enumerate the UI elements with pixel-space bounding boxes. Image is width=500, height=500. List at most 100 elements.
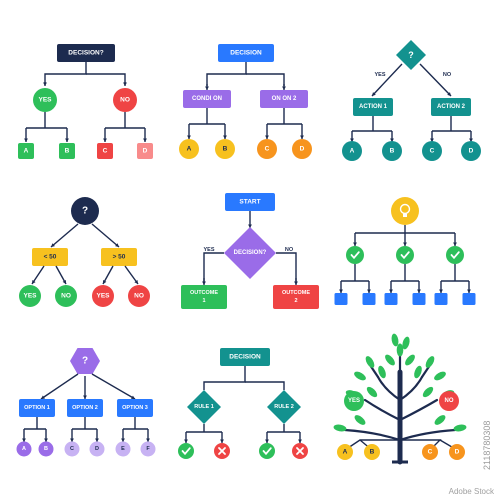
arrow-head: [265, 439, 269, 443]
arrow-head: [447, 92, 451, 96]
less-than-50-box-label: < 50: [44, 254, 57, 261]
leaf-shape: [434, 415, 446, 425]
connector-line: [44, 62, 87, 84]
leaf-shape: [333, 424, 347, 432]
root-decision-box-label: DECISION: [230, 50, 262, 57]
arrow-head: [115, 243, 119, 247]
leaf-shape: [405, 354, 415, 366]
leaf-circle-label: E: [121, 446, 125, 452]
arrow-head: [220, 439, 224, 443]
check-icon: [450, 251, 460, 260]
leaf-circle-label: B: [223, 146, 228, 153]
arrow-head: [248, 224, 252, 228]
arrow-head: [131, 395, 135, 399]
tree-branch: [398, 398, 439, 422]
leaf-circle: [38, 441, 54, 457]
leaf-circle-label: D: [455, 449, 460, 456]
tree-branch: [398, 428, 457, 442]
yes-branch-label: YES: [374, 72, 385, 78]
leaf-box: [18, 143, 34, 159]
option-3-box: [117, 399, 153, 417]
leaf-shape: [366, 386, 378, 398]
leaf-circle: [16, 441, 32, 457]
root-question-diamond-label: ?: [408, 50, 414, 60]
leaf-box-label: A: [24, 148, 29, 155]
leaf-circle: [92, 285, 114, 307]
leaf-shape: [425, 356, 435, 368]
leaf-shape: [385, 354, 395, 366]
outcome-square: [362, 293, 376, 305]
option-3-box-label: OPTION 3: [122, 405, 148, 411]
rule-2-diamond-label: RULE 2: [274, 404, 294, 410]
leaf-circle: [64, 441, 80, 457]
leaf-circle-label: YES: [96, 293, 110, 300]
condition-1-box: [183, 90, 231, 108]
arrow-head: [184, 439, 188, 443]
arrow-head: [103, 280, 107, 284]
arrow-head: [390, 138, 394, 142]
check-circle: [396, 246, 414, 264]
root-decision-box: [218, 44, 274, 62]
leaf-circle: [292, 139, 312, 159]
arrow-head: [469, 138, 473, 142]
arrow-head: [453, 242, 457, 246]
connector-arrow: [124, 265, 139, 285]
leaf-box-label: C: [103, 148, 108, 155]
arrow-head: [83, 395, 87, 399]
greater-than-50-box-label: > 50: [113, 254, 126, 261]
connector-line: [206, 62, 247, 86]
option-1-box: [19, 399, 55, 417]
leaf-circle: [364, 444, 380, 460]
leaf-box-label: B: [65, 148, 70, 155]
watermark-text: Adobe Stock: [448, 487, 494, 496]
no-circle: [439, 391, 459, 411]
action-2-box: [431, 98, 471, 116]
check-icon: [400, 251, 410, 260]
arrow-head: [143, 138, 147, 142]
arrow-head: [205, 86, 209, 90]
arrow-head: [467, 289, 471, 293]
arrow-head: [41, 395, 45, 399]
outcome-2-box: [273, 285, 319, 309]
arrow-head: [123, 82, 127, 86]
leaf-circle-label: C: [265, 146, 270, 153]
leaf-shape: [378, 365, 386, 379]
rule-2-diamond: [267, 390, 301, 424]
start-box-label: START: [239, 199, 260, 206]
root-question-circle-label: ?: [82, 206, 88, 217]
leaf-circle: [422, 444, 438, 460]
root-question-circle: [71, 197, 99, 225]
check-circle: [259, 443, 275, 459]
leaf-circle-label: NO: [61, 293, 71, 300]
leaf-shape: [453, 424, 467, 432]
outcome-square: [434, 293, 448, 305]
arrow-head: [353, 242, 357, 246]
arrow-head: [121, 438, 125, 442]
leaf-circle-label: F: [146, 446, 150, 452]
leaf-circle-label: D: [469, 148, 474, 155]
yes-circle: [33, 88, 57, 112]
arrow-head: [146, 438, 150, 442]
tree-branch: [363, 398, 402, 422]
action-1-box-label: ACTION 1: [359, 104, 388, 110]
leaf-circle-label: B: [44, 446, 48, 452]
leaf-circle: [115, 441, 131, 457]
check-circle: [446, 246, 464, 264]
check-circle: [178, 443, 194, 459]
connector-line: [203, 252, 224, 282]
arrow-head: [43, 82, 47, 86]
leaf-circle: [89, 441, 105, 457]
tree-branch: [343, 428, 402, 442]
outcome-square: [412, 293, 426, 305]
leaf-circle: [382, 141, 402, 161]
leaf-circle-label: B: [390, 148, 395, 155]
leaf-circle-label: A: [187, 146, 192, 153]
connector-arrow: [419, 63, 452, 97]
outcome-2-label: OUTCOME: [282, 290, 310, 296]
connector-arrow: [50, 223, 79, 248]
arrow-head: [187, 135, 191, 139]
